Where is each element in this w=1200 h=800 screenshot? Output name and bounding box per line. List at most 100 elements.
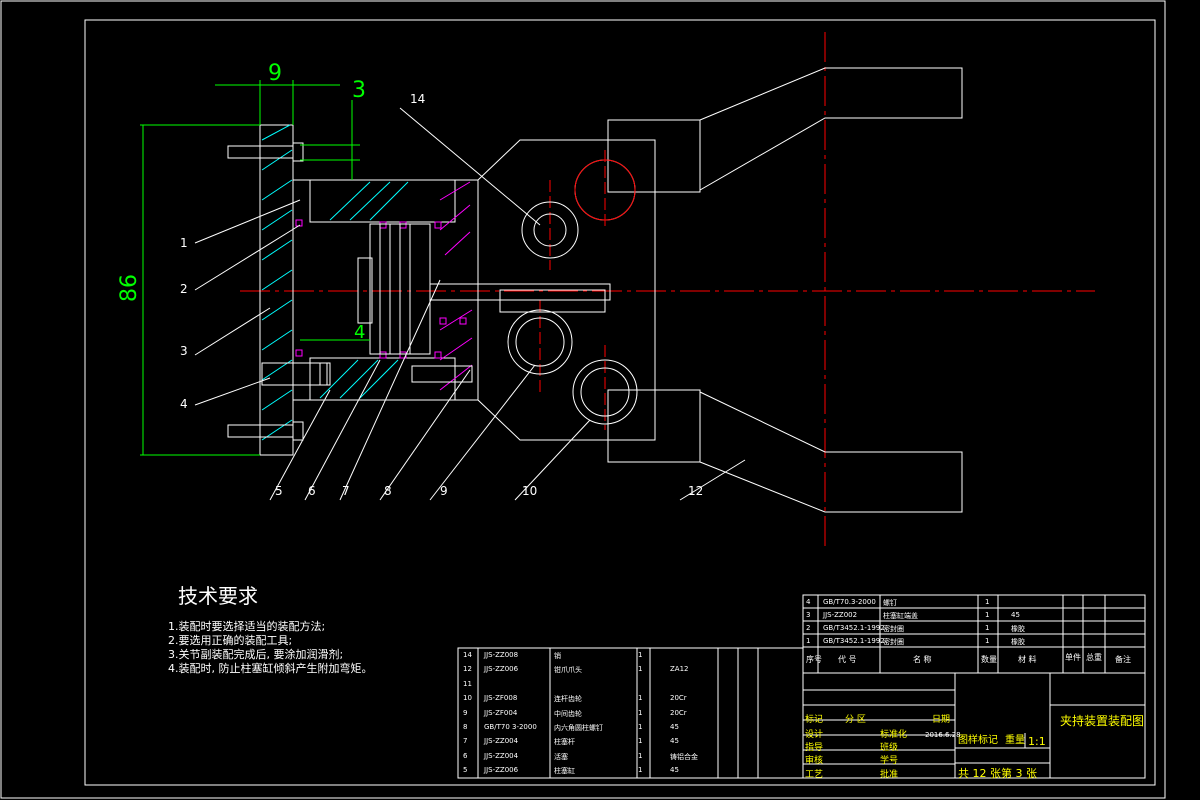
- date-value: 2016.6.28: [925, 731, 961, 739]
- bom-bottom-cell-code: JJS-ZZ004: [484, 751, 519, 760]
- bolt-8: [411, 365, 473, 383]
- bom-top-cell-code: JJS-ZZ002: [823, 611, 858, 619]
- bom-bottom-cell-name: 中间齿轮: [554, 709, 582, 718]
- bom-top-cell-mat: 橡胶: [1011, 638, 1025, 646]
- label-mark: 标记: [805, 713, 823, 725]
- bom-bottom-cell-mat: 铸铝合金: [670, 752, 698, 761]
- label-weight: 重量: [1005, 733, 1025, 746]
- lower-jaw-mount: [607, 389, 701, 463]
- label-approve: 批准: [880, 768, 898, 780]
- bom-header-unit: 单件: [1065, 653, 1081, 662]
- bom-bottom-cell-mat: 20Cr: [670, 694, 687, 703]
- bom-header-remark: 备注: [1115, 655, 1131, 664]
- bolt-upper: [227, 142, 304, 162]
- bolt-4: [261, 362, 331, 386]
- bom-top-cell-qty: 1: [985, 637, 990, 645]
- label-date: 日期: [932, 714, 950, 725]
- upper-jaw: [699, 67, 963, 191]
- end-cap-hatch: [261, 124, 293, 441]
- label-class: 班级: [880, 741, 898, 753]
- bom-header-no: 序号: [806, 655, 822, 664]
- label-stage: 图样标记: [958, 733, 998, 746]
- callout-7: 7: [342, 484, 350, 498]
- rack: [499, 289, 606, 313]
- bom-bottom-cell-qty: 1: [638, 723, 643, 731]
- callout-10: 10: [522, 484, 537, 498]
- bom-top-cell-mat: 45: [1011, 611, 1020, 619]
- tech-line-4: 4.装配时, 防止柱塞缸倾斜产生附加弯矩。: [168, 661, 373, 675]
- bom-bottom-cell-mat: 20Cr: [670, 708, 687, 717]
- bom-bottom-cell-no: 12: [463, 665, 472, 674]
- sheet-info: 共 12 张第 3 张: [958, 766, 1037, 780]
- gear-upper: [574, 159, 636, 221]
- cylinder-body: [292, 179, 479, 401]
- cylinder-hatch: [319, 181, 409, 399]
- bom-bottom-cell-code: JJS-ZZ008: [484, 651, 519, 659]
- leader-lines: [194, 107, 746, 501]
- bom-bottom-cell-code: JJS-ZZ006: [484, 766, 519, 775]
- bom-bottom-cell-code: JJS-ZF008: [484, 694, 518, 703]
- bom-top-cell-no: 2: [806, 624, 811, 632]
- bom-bottom-cell-mat: 45: [670, 723, 679, 731]
- bom-top-cell-qty: 1: [985, 598, 990, 606]
- label-student-no: 学号: [880, 754, 898, 766]
- bom-bottom-cell-qty: 1: [638, 737, 643, 746]
- bom-top-cell-mat: 橡胶: [1011, 625, 1025, 633]
- bom-bottom-cell-name: 柱塞杆: [554, 738, 575, 747]
- label-check: 审核: [805, 754, 823, 766]
- label-zone: 分 区: [845, 714, 866, 725]
- bom-header-code: 代 号: [838, 655, 857, 664]
- gearbox-housing: [477, 139, 656, 441]
- bom-bottom-cell-qty: 1: [638, 751, 643, 760]
- bom-header-qty: 数量: [981, 655, 997, 664]
- bom-bottom-cell-name: 柱塞缸: [554, 767, 575, 776]
- bom-bottom-cell-qty: 1: [638, 766, 643, 775]
- callout-1: 1: [180, 236, 188, 250]
- bom-bottom-cell-code: JJS-ZZ004: [484, 737, 519, 746]
- bom-top-cell-name: 密封圈: [883, 638, 904, 646]
- bom-top-cell-name: 螺钉: [883, 599, 897, 607]
- bom-top-cell-code: GB/T70.3-2000: [823, 598, 876, 606]
- callout-6: 6: [308, 484, 316, 498]
- bom-top-cell-no: 1: [806, 637, 811, 645]
- bom-header: 序号 代 号 名 称 数量 材 料 单件 总重 备注: [803, 650, 1145, 670]
- upper-jaw-mount: [607, 119, 701, 193]
- tech-title: 技术要求: [178, 584, 258, 608]
- bom-top-cell-code: GB/T3452.1-1992: [823, 624, 885, 632]
- label-guide: 指导: [805, 741, 823, 753]
- gear-9: [507, 309, 573, 375]
- bom-bottom-cell-qty: 1: [638, 694, 643, 703]
- callout-12: 12: [688, 484, 703, 498]
- inner-border: [84, 19, 1156, 786]
- label-design: 设计: [805, 728, 823, 740]
- bom-top-cell-name: 密封圈: [883, 625, 904, 633]
- bom-bottom-cell-code: JJS-ZZ006: [484, 665, 519, 674]
- bom-header-mat: 材 料: [1018, 655, 1037, 664]
- bom-bottom-cell-no: 9: [463, 708, 468, 717]
- drawing-name: 夹持装置装配图: [1060, 713, 1144, 728]
- bom-top-cell-no: 4: [806, 598, 811, 606]
- bom-bottom-cell-name: 连杆齿轮: [554, 695, 582, 704]
- cylinder-top-flange: [309, 179, 456, 223]
- bom-top-cell-code: GB/T3452.1-1992: [823, 637, 885, 645]
- end-cap-plate: [259, 124, 294, 456]
- bom-bottom-cell-name: 内六角圆柱螺钉: [554, 724, 603, 732]
- label-process: 工艺: [805, 769, 823, 780]
- bom-bottom-cell-name: 钳爪爪头: [554, 666, 582, 675]
- bom-bottom-cell-qty: 1: [638, 708, 643, 717]
- dim-4-label: 4: [354, 322, 365, 343]
- tech-line-3: 3.关节副装配完成后, 要涂加润滑剂;: [168, 647, 343, 661]
- bom-header-name: 名 称: [913, 655, 932, 664]
- tech-line-1: 1.装配时要选择适当的装配方法;: [168, 619, 325, 633]
- callout-14: 14: [410, 92, 425, 106]
- dim-86-label: 86: [117, 274, 142, 302]
- callout-5: 5: [275, 484, 283, 498]
- tech-line-2: 2.要选用正确的装配工具;: [168, 633, 292, 647]
- bom-bottom-cell-mat: ZA12: [670, 665, 689, 674]
- callout-9: 9: [440, 484, 448, 498]
- gear-14: [521, 201, 579, 259]
- bom-bottom-cell-code: JJS-ZF004: [484, 708, 518, 717]
- bom-bottom-cell-name: 销: [554, 652, 561, 660]
